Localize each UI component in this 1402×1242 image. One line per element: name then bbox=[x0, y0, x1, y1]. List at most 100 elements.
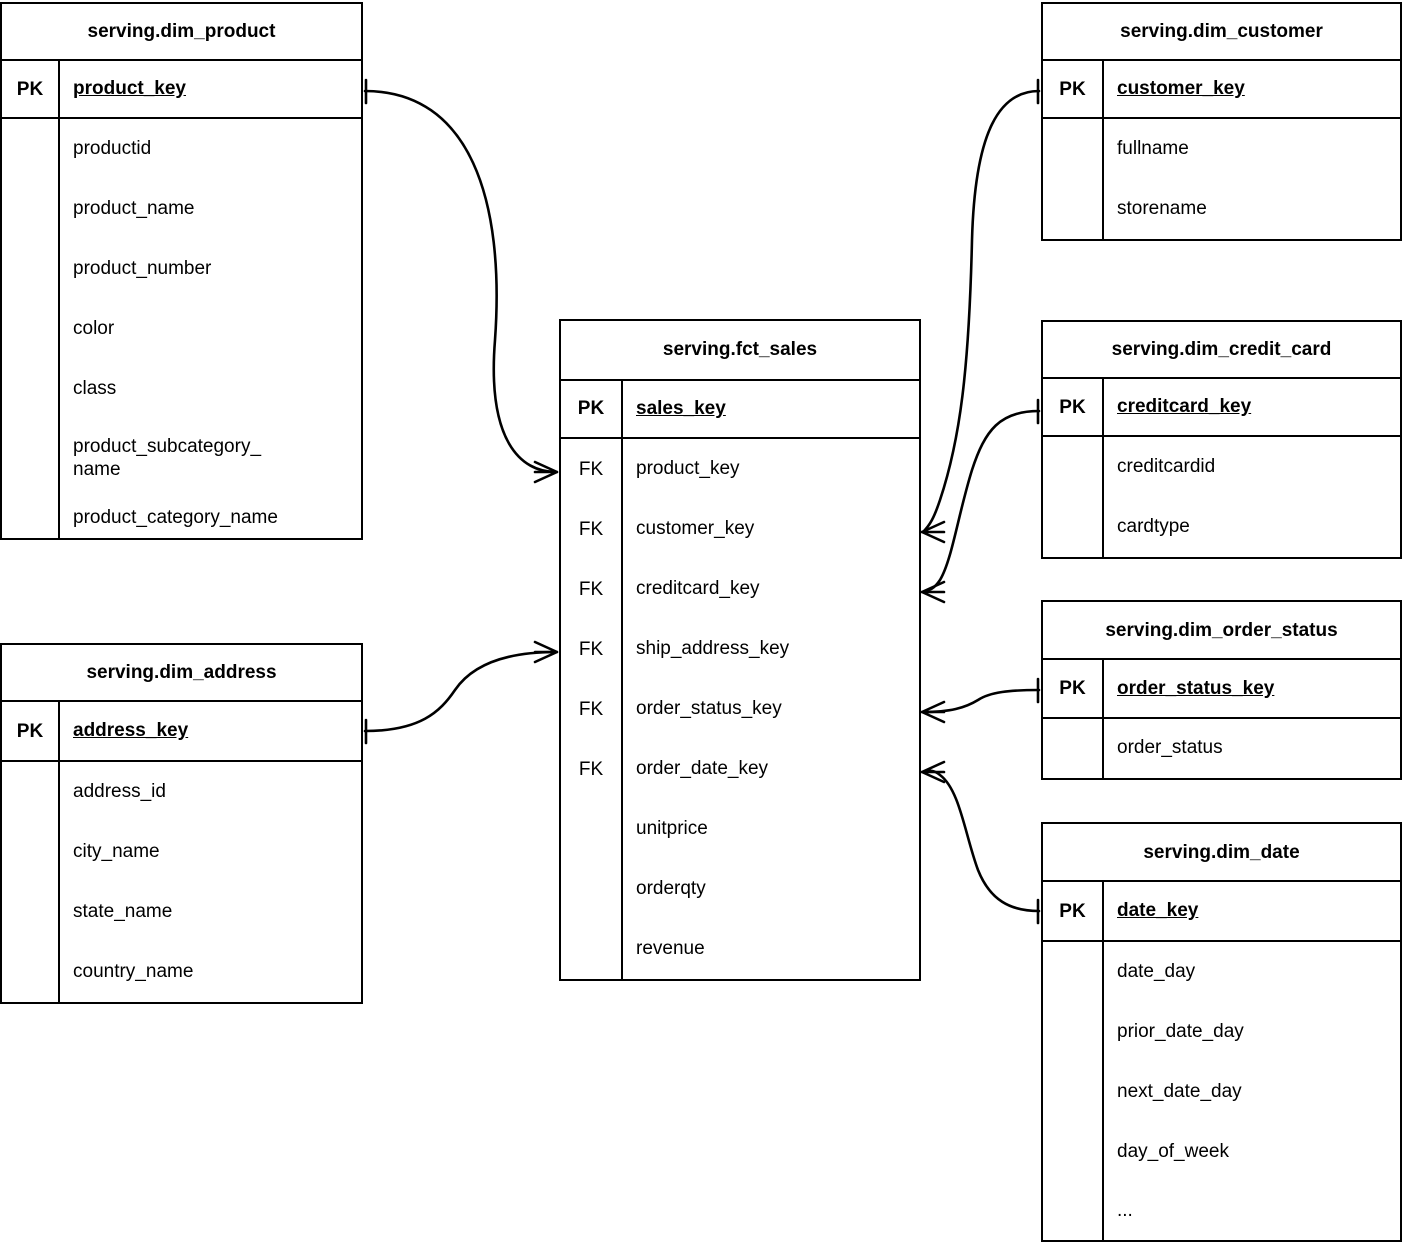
pk-label-dim-product: PK bbox=[2, 61, 60, 117]
entity-pk-row-dim-credit-card: PK creditcard_key bbox=[1043, 379, 1400, 437]
pk-field-dim-date: date_key bbox=[1117, 900, 1199, 922]
entity-fct-sales[interactable]: serving.fct_sales PK sales_key FK FK FK … bbox=[559, 319, 921, 981]
attr-row: prior_date_day bbox=[1117, 1020, 1244, 1042]
attr-row: unitprice bbox=[636, 817, 708, 839]
attr-row: country_name bbox=[73, 960, 194, 982]
attr-key-cell: FK bbox=[578, 578, 604, 600]
crowsfoot-many-marker bbox=[920, 760, 946, 784]
crowsfoot-many-marker bbox=[920, 520, 946, 544]
attr-key-cell bbox=[561, 859, 621, 919]
attr-key-cell bbox=[1043, 497, 1102, 557]
pk-label-fct-sales: PK bbox=[561, 380, 623, 437]
attr-key-cell: FK bbox=[578, 518, 604, 540]
entity-body-dim-order-status: order_status bbox=[1043, 719, 1400, 778]
attr-key-cell: FK bbox=[578, 458, 604, 480]
relationship-dim-address-fct-sales bbox=[363, 640, 559, 745]
pk-label-dim-order-status: PK bbox=[1043, 660, 1104, 717]
entity-dim-product[interactable]: serving.dim_product PK product_key produ… bbox=[0, 2, 363, 540]
attr-key-cell bbox=[1043, 1002, 1102, 1062]
entity-body-keycol-dim-credit-card bbox=[1043, 437, 1104, 557]
attr-key-cell bbox=[2, 119, 58, 179]
entity-pk-row-fct-sales: PK sales_key bbox=[561, 380, 919, 439]
entity-body-fct-sales: FK FK FK FK FK FK product_key customer_k… bbox=[561, 439, 919, 979]
entity-body-fieldcol-dim-credit-card: creditcardid cardtype bbox=[1104, 437, 1400, 557]
entity-body-fieldcol-fct-sales: product_key customer_key creditcard_key … bbox=[623, 439, 919, 979]
entity-title-dim-order-status: serving.dim_order_status bbox=[1043, 602, 1400, 660]
attr-key-cell bbox=[2, 882, 58, 942]
attr-row: day_of_week bbox=[1117, 1140, 1229, 1162]
attr-key-cell: FK bbox=[578, 698, 604, 720]
entity-body-fieldcol-dim-customer: fullname storename bbox=[1104, 119, 1400, 239]
entity-body-keycol-dim-order-status bbox=[1043, 719, 1104, 778]
pk-field-dim-customer: customer_key bbox=[1117, 78, 1245, 100]
entity-dim-order-status[interactable]: serving.dim_order_status PK order_status… bbox=[1041, 600, 1402, 780]
attr-row: ... bbox=[1117, 1199, 1133, 1221]
attr-row: productid bbox=[73, 137, 152, 159]
attr-row: revenue bbox=[636, 937, 705, 959]
attr-key-cell bbox=[561, 919, 621, 979]
relationship-dim-credit-card-fct-sales bbox=[920, 398, 1041, 604]
pk-label-dim-credit-card: PK bbox=[1043, 379, 1104, 435]
entity-title-dim-customer: serving.dim_customer bbox=[1043, 4, 1400, 62]
attr-row: product_name bbox=[73, 197, 195, 219]
entity-body-fieldcol-dim-product: productid product_name product_number co… bbox=[60, 119, 361, 538]
pk-field-dim-address: address_key bbox=[73, 720, 189, 742]
attr-key-cell bbox=[561, 799, 621, 859]
attr-row: date_day bbox=[1117, 960, 1196, 982]
entity-body-dim-credit-card: creditcardid cardtype bbox=[1043, 437, 1400, 557]
pk-label-dim-address: PK bbox=[2, 702, 60, 760]
attr-row: city_name bbox=[73, 840, 160, 862]
entity-dim-customer[interactable]: serving.dim_customer PK customer_key ful… bbox=[1041, 2, 1402, 241]
entity-body-keycol-dim-product bbox=[2, 119, 60, 538]
entity-title-fct-sales: serving.fct_sales bbox=[561, 321, 919, 381]
pk-field-dim-product: product_key bbox=[73, 78, 186, 100]
attr-row: address_id bbox=[73, 780, 166, 802]
attr-row: cardtype bbox=[1117, 515, 1190, 537]
attr-row: creditcard_key bbox=[636, 577, 760, 599]
attr-row: next_date_day bbox=[1117, 1080, 1242, 1102]
attr-key-cell bbox=[1043, 1182, 1102, 1240]
crowsfoot-many-marker bbox=[920, 700, 946, 724]
relationship-dim-product-fct-sales bbox=[363, 78, 559, 484]
attr-row: product_number bbox=[73, 257, 212, 279]
pk-field-dim-credit-card: creditcard_key bbox=[1117, 396, 1252, 418]
pk-label-dim-date: PK bbox=[1043, 882, 1104, 940]
attr-key-cell bbox=[2, 359, 58, 419]
attr-row: product_subcategory_ name bbox=[73, 436, 262, 480]
attr-key-cell bbox=[1043, 437, 1102, 497]
entity-pk-row-dim-customer: PK customer_key bbox=[1043, 61, 1400, 119]
attr-row: order_date_key bbox=[636, 757, 769, 779]
entity-title-dim-date: serving.dim_date bbox=[1043, 824, 1400, 882]
attr-row: orderqty bbox=[636, 877, 706, 899]
pk-field-dim-order-status: order_status_key bbox=[1117, 677, 1275, 699]
entity-body-keycol-fct-sales: FK FK FK FK FK FK bbox=[561, 439, 623, 979]
attr-key-cell bbox=[2, 822, 58, 882]
entity-title-dim-credit-card: serving.dim_credit_card bbox=[1043, 322, 1400, 380]
entity-body-keycol-dim-date bbox=[1043, 942, 1104, 1240]
entity-dim-address[interactable]: serving.dim_address PK address_key addre… bbox=[0, 643, 363, 1004]
entity-title-dim-product: serving.dim_product bbox=[2, 4, 361, 62]
entity-pk-row-dim-date: PK date_key bbox=[1043, 882, 1400, 942]
entity-pk-row-dim-order-status: PK order_status_key bbox=[1043, 660, 1400, 719]
relationship-dim-date-fct-sales bbox=[920, 760, 1041, 925]
entity-body-fieldcol-dim-address: address_id city_name state_name country_… bbox=[60, 762, 361, 1002]
attr-key-cell bbox=[2, 762, 58, 822]
attr-key-cell bbox=[2, 179, 58, 239]
entity-body-keycol-dim-address bbox=[2, 762, 60, 1002]
attr-key-cell bbox=[1043, 1122, 1102, 1182]
pk-field-fct-sales: sales_key bbox=[636, 398, 726, 420]
attr-row: state_name bbox=[73, 900, 173, 922]
entity-dim-date[interactable]: serving.dim_date PK date_key date_day pr… bbox=[1041, 822, 1402, 1242]
attr-row: creditcardid bbox=[1117, 455, 1216, 477]
entity-pk-row-dim-product: PK product_key bbox=[2, 61, 361, 119]
entity-pk-row-dim-address: PK address_key bbox=[2, 702, 361, 762]
entity-body-dim-product: productid product_name product_number co… bbox=[2, 119, 361, 538]
attr-key-cell bbox=[2, 419, 58, 498]
attr-key-cell: FK bbox=[578, 638, 604, 660]
entity-dim-credit-card[interactable]: serving.dim_credit_card PK creditcard_ke… bbox=[1041, 320, 1402, 559]
attr-row: fullname bbox=[1117, 137, 1189, 159]
crowsfoot-many-marker bbox=[920, 580, 946, 604]
attr-row: order_status_key bbox=[636, 697, 782, 719]
attr-key-cell bbox=[2, 942, 58, 1002]
